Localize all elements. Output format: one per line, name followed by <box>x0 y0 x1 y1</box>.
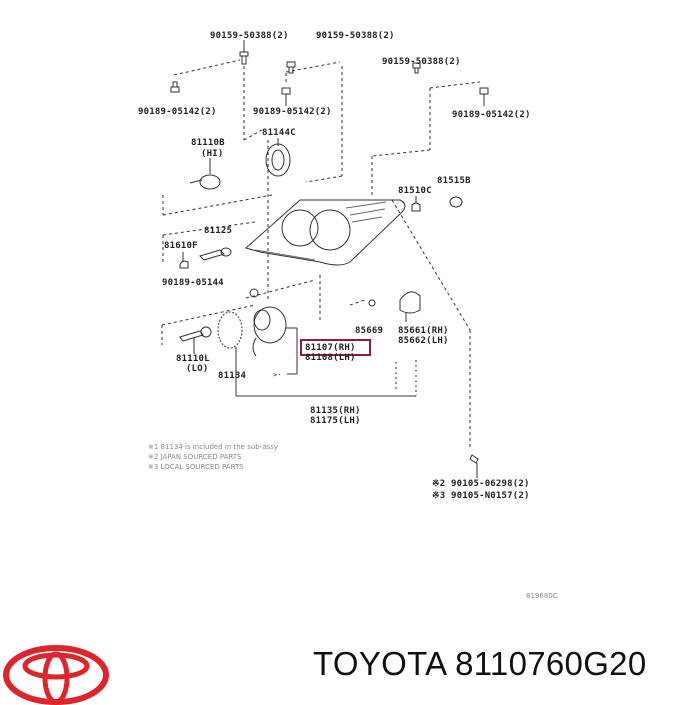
toyota-logo-icon <box>3 645 109 705</box>
part-label-81515b[interactable]: 81515B <box>437 176 471 186</box>
part-label-90159-50388-a[interactable]: 90159-50388(2) <box>210 31 289 41</box>
part-label-81610f[interactable]: 81610F <box>164 241 198 251</box>
svg-text:>·: >· <box>273 371 281 379</box>
part-label-81110b-hi: (HI) <box>201 149 224 159</box>
part-label-81110l-lo: (LO) <box>186 364 209 374</box>
part-label-81175-lh[interactable]: 81175(LH) <box>310 416 361 426</box>
footnote-1: ※1 81134 is included in the sub-assy <box>148 443 278 451</box>
part-label-81107-rh[interactable]: 81107(RH) <box>305 343 356 353</box>
part-label-85669[interactable]: 85669 <box>355 326 384 336</box>
part-label-81108-lh[interactable]: 81108(LH) <box>305 353 356 363</box>
part-label-85661-rh[interactable]: 85661(RH) <box>398 326 449 336</box>
product-title: TOYOTA 8110760G20 <box>313 645 647 682</box>
part-label-90189-05142-b[interactable]: 90189-05142(2) <box>253 107 332 117</box>
part-label-90189-05142-c[interactable]: 90189-05142(2) <box>452 110 531 120</box>
part-label-85662-lh[interactable]: 85662(LH) <box>398 336 449 346</box>
part-label-81110b[interactable]: 81110B <box>191 138 225 148</box>
part-label-90189-05142-a[interactable]: 90189-05142(2) <box>138 107 217 117</box>
footnote-3: ※3 LOCAL SOURCED PARTS <box>148 463 244 471</box>
part-label-81510c[interactable]: 81510C <box>398 186 432 196</box>
part-label-90189-05144[interactable]: 90189-05144 <box>162 278 224 288</box>
figure-code: 819680C <box>526 592 558 600</box>
part-label-90105-n0157[interactable]: ※3 90105-N0157(2) <box>432 491 530 501</box>
part-label-81110l[interactable]: 81110L <box>176 354 210 364</box>
highlighted-part-box <box>300 339 371 356</box>
part-label-90159-50388-b[interactable]: 90159-50388(2) <box>316 31 395 41</box>
part-label-81135-rh[interactable]: 81135(RH) <box>310 406 361 416</box>
part-label-81125[interactable]: 81125 <box>204 226 233 236</box>
part-label-81144c[interactable]: 81144C <box>262 128 296 138</box>
part-label-81134[interactable]: 81134 <box>218 371 247 381</box>
footnote-2: ※2 JAPAN SOURCED PARTS <box>148 453 242 461</box>
part-label-90159-50388-c[interactable]: 90159-50388(2) <box>382 57 461 67</box>
part-label-90105-06298[interactable]: ※2 90105-06298(2) <box>432 479 530 489</box>
